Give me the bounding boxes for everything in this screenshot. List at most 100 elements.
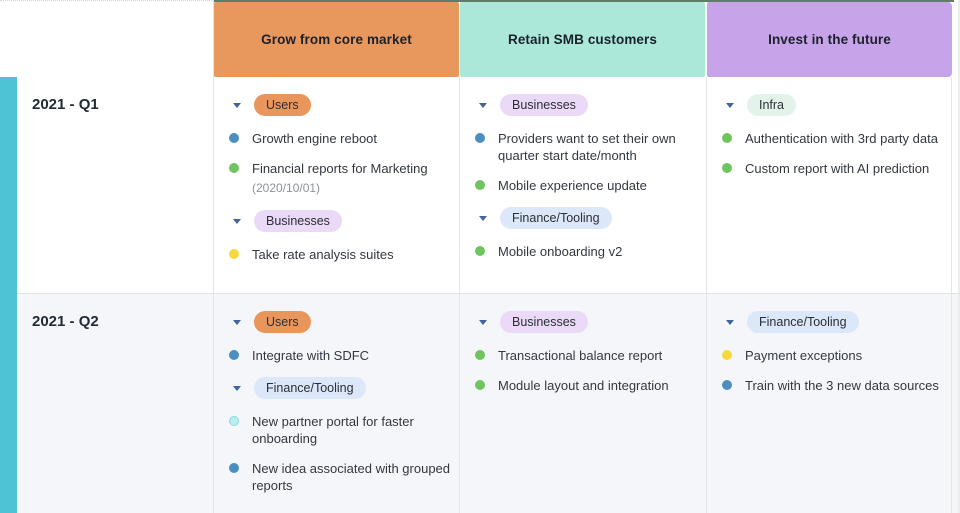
group-tag-pill[interactable]: Businesses [500, 311, 588, 333]
group-header: Businesses [474, 311, 698, 333]
roadmap-item[interactable]: Custom report with AI prediction [721, 160, 943, 177]
item-label: Mobile onboarding v2 [498, 244, 623, 259]
roadmap-item[interactable]: Module layout and integration [474, 377, 698, 394]
column-header-invest-in-the-future[interactable]: Invest in the future [707, 2, 952, 77]
group-tag-pill[interactable]: Users [254, 94, 311, 116]
roadmap-item[interactable]: Mobile onboarding v2 [474, 243, 698, 260]
roadmap-item[interactable]: Take rate analysis suites [228, 246, 451, 263]
collapse-caret-icon[interactable] [233, 385, 241, 391]
collapse-caret-icon[interactable] [726, 102, 734, 108]
roadmap-item[interactable]: Payment exceptions [721, 347, 943, 364]
status-dot-icon [475, 180, 485, 190]
item-label: Mobile experience update [498, 178, 647, 193]
group-header: Businesses [228, 210, 451, 232]
quarter-label: 2021 - Q2 [0, 294, 214, 513]
group-tag-pill[interactable]: Businesses [500, 94, 588, 116]
item-label: Train with the 3 new data sources [745, 378, 939, 393]
status-dot-icon [229, 163, 239, 173]
collapse-caret-icon[interactable] [233, 218, 241, 224]
status-dot-icon [722, 350, 732, 360]
item-label: Payment exceptions [745, 348, 863, 363]
group-header: Finance/Tooling [721, 311, 943, 333]
status-dot-icon [722, 133, 732, 143]
row-edge-sliver [952, 294, 960, 513]
status-dot-icon [229, 350, 239, 360]
roadmap-item[interactable]: Train with the 3 new data sources [721, 377, 943, 394]
header-corner-cell [0, 0, 214, 77]
group-header: Users [228, 94, 451, 116]
roadmap-item[interactable]: Growth engine reboot [228, 130, 451, 147]
roadmap-item[interactable]: Authentication with 3rd party data [721, 130, 943, 147]
collapse-caret-icon[interactable] [233, 319, 241, 325]
group-tag-pill[interactable]: Finance/Tooling [500, 207, 612, 229]
item-label: Custom report with AI prediction [745, 161, 930, 176]
item-label: Module layout and integration [498, 378, 669, 393]
collapse-caret-icon[interactable] [479, 102, 487, 108]
group-header: Infra [721, 94, 943, 116]
status-dot-icon [229, 463, 239, 473]
column-header-label: Retain SMB customers [507, 32, 658, 47]
item-label: New partner portal for faster onboarding [252, 414, 414, 446]
row-edge-sliver [952, 77, 960, 293]
column-header-retain-smb-customers[interactable]: Retain SMB customers [460, 2, 705, 77]
column-header-grow-from-core-market[interactable]: Grow from core market [214, 2, 459, 77]
item-label: Authentication with 3rd party data [745, 131, 938, 146]
group-header: Users [228, 311, 451, 333]
collapse-caret-icon[interactable] [726, 319, 734, 325]
roadmap-item[interactable]: Providers want to set their own quarter … [474, 130, 698, 164]
roadmap-item[interactable]: New partner portal for faster onboarding [228, 413, 451, 447]
status-dot-icon [475, 350, 485, 360]
collapse-caret-icon[interactable] [479, 319, 487, 325]
status-dot-icon [475, 246, 485, 256]
top-accent-line [214, 0, 954, 2]
item-label: Transactional balance report [498, 348, 663, 363]
left-accent-bar [0, 77, 17, 513]
group-tag-pill[interactable]: Users [254, 311, 311, 333]
group-header: Finance/Tooling [474, 207, 698, 229]
item-label: Integrate with SDFC [252, 348, 370, 363]
board-header: Grow from core market Retain SMB custome… [0, 0, 960, 77]
roadmap-item[interactable]: Transactional balance report [474, 347, 698, 364]
status-dot-icon [229, 133, 239, 143]
group-tag-pill[interactable]: Finance/Tooling [254, 377, 366, 399]
column-header-label: Grow from core market [261, 32, 412, 47]
item-label: Financial reports for Marketing(2020/10/… [252, 161, 428, 195]
roadmap-item[interactable]: Financial reports for Marketing(2020/10/… [228, 160, 451, 197]
collapse-caret-icon[interactable] [479, 215, 487, 221]
roadmap-item[interactable]: Integrate with SDFC [228, 347, 451, 364]
item-label: New idea associated with grouped reports [252, 461, 451, 493]
item-label: Take rate analysis suites [252, 247, 394, 262]
collapse-caret-icon[interactable] [233, 102, 241, 108]
group-tag-pill[interactable]: Finance/Tooling [747, 311, 859, 333]
roadmap-item[interactable]: Mobile experience update [474, 177, 698, 194]
roadmap-item[interactable]: New idea associated with grouped reports [228, 460, 451, 494]
group-header: Finance/Tooling [228, 377, 451, 399]
item-label: Providers want to set their own quarter … [498, 131, 676, 163]
status-dot-icon [722, 163, 732, 173]
group-header: Businesses [474, 94, 698, 116]
item-label: Growth engine reboot [252, 131, 378, 146]
quarter-label: 2021 - Q1 [0, 77, 214, 293]
status-dot-icon [475, 380, 485, 390]
group-tag-pill[interactable]: Infra [747, 94, 797, 116]
corner-top-border [0, 0, 214, 1]
group-tag-pill[interactable]: Businesses [254, 210, 342, 232]
item-subtext: (2020/10/01) [252, 181, 321, 195]
